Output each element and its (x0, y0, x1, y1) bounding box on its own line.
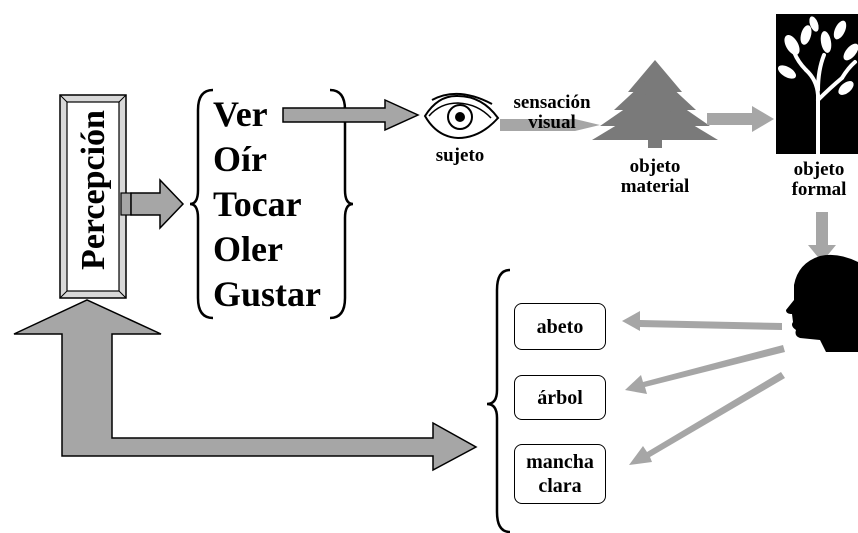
arrow-ver-to-eye (282, 98, 420, 132)
objeto-material-line1: objeto (629, 156, 681, 177)
arrows-to-interpretations (622, 311, 785, 465)
objeto-formal-line1: objeto (793, 159, 845, 180)
objeto-formal-line2: formal (791, 179, 847, 200)
percepcion-label: Percepción (75, 110, 112, 270)
arrow-eye-to-tree (500, 119, 600, 131)
sense-oler: Oler (213, 229, 283, 269)
objeto-formal-label: objeto formal (780, 160, 858, 200)
sense-ver: Ver (213, 94, 268, 134)
interpretation-abeto: abeto (514, 303, 606, 350)
objeto-material-line2: material (620, 176, 690, 197)
visual-line: visual (528, 112, 576, 133)
arrow-to-senses (120, 178, 185, 230)
fir-tree-icon (592, 60, 718, 148)
objeto-material-label: objeto material (610, 157, 700, 197)
percepcion-frame (59, 94, 127, 299)
senses-left-brace (189, 88, 214, 320)
feedback-arrow (13, 299, 478, 472)
head-silhouette-icon (786, 254, 858, 352)
interpretation-arbol: árbol (514, 375, 606, 420)
sense-oir: Oír (213, 139, 267, 179)
sensacion-visual-label: sensación visual (498, 93, 606, 133)
arrow-formal-to-head (808, 212, 836, 262)
interpretations-brace (486, 268, 511, 533)
senses-list: Ver Oír Tocar Oler Gustar (213, 92, 321, 317)
eye-icon (423, 92, 500, 140)
sujeto-label: sujeto (435, 145, 485, 166)
formal-tree-icon (776, 14, 858, 156)
senses-right-brace (329, 88, 354, 320)
interpretation-mancha-clara: mancha clara (514, 444, 606, 504)
sense-tocar: Tocar (213, 184, 302, 224)
arrow-tree-to-formal (707, 106, 774, 132)
sense-gustar: Gustar (213, 274, 321, 314)
sensacion-line: sensación (513, 92, 591, 113)
